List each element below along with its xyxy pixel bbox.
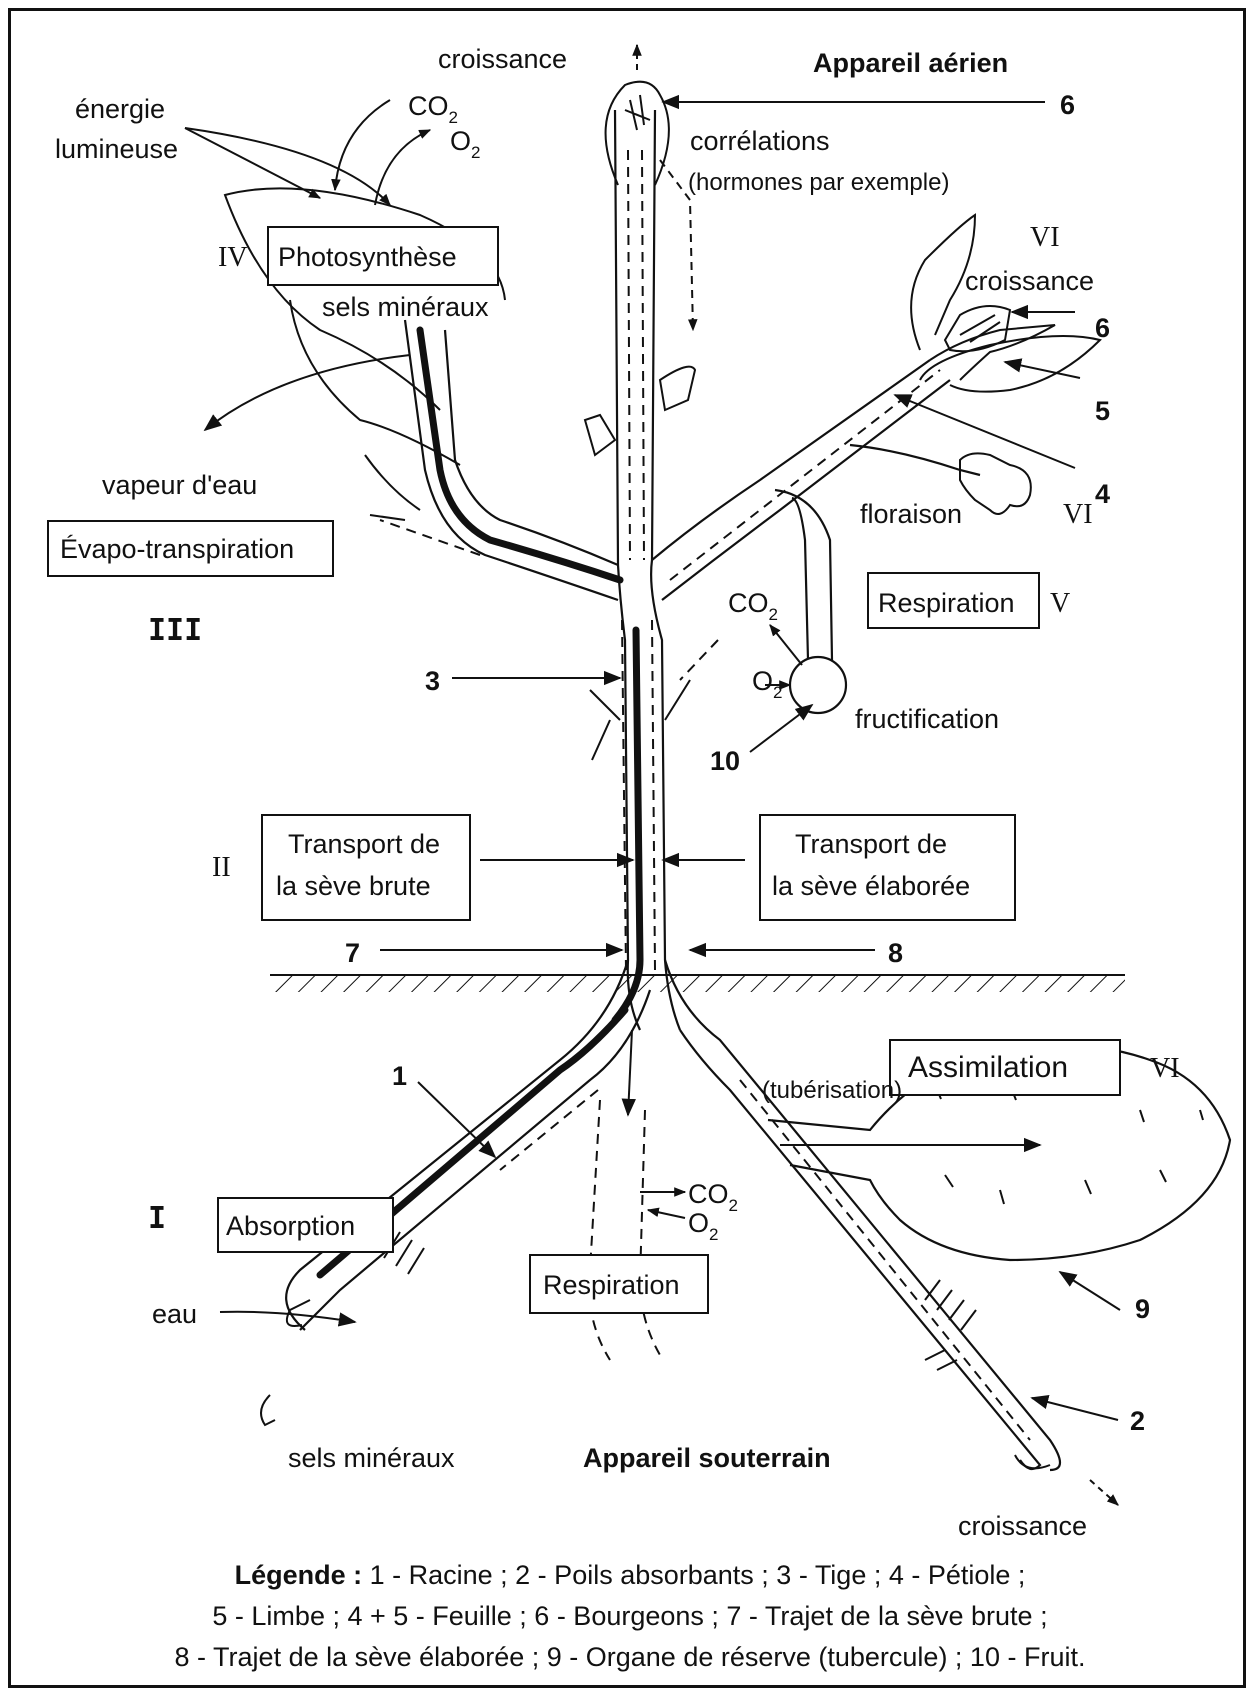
legend-text-1: 1 - Racine ; 2 - Poils absorbants ; 3 - … — [370, 1560, 1026, 1590]
mineral-salts-bottom-label: sels minéraux — [288, 1443, 455, 1473]
number-4: 4 — [1095, 479, 1110, 509]
light-energy-label-1: énergie — [75, 94, 165, 124]
o2-fruit-label: O2 — [752, 666, 782, 702]
stem-buds — [585, 367, 695, 455]
flowering-label: floraison — [860, 499, 962, 529]
number-10: 10 — [710, 746, 740, 776]
correlations-label: corrélations — [690, 126, 830, 156]
number-6-top: 6 — [1060, 90, 1075, 120]
assimilation-label: Assimilation — [908, 1051, 1068, 1084]
top-bud — [606, 82, 693, 330]
light-energy-label-2: lumineuse — [55, 134, 178, 164]
number-9: 9 — [1135, 1294, 1150, 1324]
o2-leaf-label: O2 — [450, 126, 480, 162]
evapo-label: Évapo-transpiration — [60, 534, 294, 564]
water-vapour-label: vapeur d'eau — [102, 470, 257, 500]
number-3: 3 — [425, 666, 440, 696]
number-2: 2 — [1130, 1406, 1145, 1436]
hormones-label: (hormones par exemple) — [688, 169, 949, 196]
raw-sap-label-2: la sève brute — [276, 871, 431, 901]
elab-sap-label-2: la sève élaborée — [772, 871, 970, 901]
co2-fruit-label: CO2 — [728, 588, 778, 624]
underground-system-label: Appareil souterrain — [583, 1443, 831, 1473]
bud-growth-label: croissance — [965, 266, 1094, 296]
legend-line-1: Légende : 1 - Racine ; 2 - Poils absorba… — [30, 1555, 1230, 1596]
o2-root-label: O2 — [688, 1208, 718, 1244]
legend-title: Légende : — [235, 1560, 363, 1590]
root-growth-label: croissance — [958, 1511, 1087, 1541]
respiration-fruit-label: Respiration — [878, 588, 1015, 618]
tuberisation-label: (tubérisation) — [762, 1077, 902, 1104]
roman-iv: IV — [218, 242, 248, 273]
fructification-label: fructification — [855, 704, 999, 734]
roman-vi-flower: VI — [1063, 499, 1093, 530]
number-7: 7 — [345, 938, 360, 968]
top-growth-label: croissance — [438, 44, 567, 74]
aerial-system-label: Appareil aérien — [813, 48, 1008, 78]
respiration-root-label: Respiration — [543, 1270, 680, 1300]
roman-i: I — [148, 1201, 166, 1236]
number-8: 8 — [888, 938, 903, 968]
ground-line — [270, 975, 1125, 992]
roman-ii: II — [212, 852, 231, 883]
roman-vi-bud: VI — [1030, 222, 1060, 253]
number-1: 1 — [392, 1061, 407, 1091]
co2-leaf-label: CO2 — [408, 91, 458, 127]
mineral-salts-top-label: sels minéraux — [322, 292, 489, 322]
main-stem — [615, 110, 680, 1030]
roots — [261, 960, 1230, 1470]
raw-sap-label-1: Transport de — [288, 829, 440, 859]
roman-v: V — [1050, 588, 1070, 619]
number-5: 5 — [1095, 396, 1110, 426]
absorption-label: Absorption — [226, 1211, 355, 1241]
roman-vi-tuber: VI — [1150, 1053, 1180, 1084]
photosynthesis-label: Photosynthèse — [278, 242, 457, 272]
legend-line-3: 8 - Trajet de la sève élaborée ; 9 - Org… — [30, 1637, 1230, 1678]
legend-line-2: 5 - Limbe ; 4 + 5 - Feuille ; 6 - Bourge… — [30, 1596, 1230, 1637]
legend: Légende : 1 - Racine ; 2 - Poils absorba… — [30, 1555, 1230, 1678]
water-label: eau — [152, 1299, 197, 1329]
elab-sap-label-1: Transport de — [795, 829, 947, 859]
number-6-bud: 6 — [1095, 313, 1110, 343]
roman-iii: III — [148, 613, 202, 648]
